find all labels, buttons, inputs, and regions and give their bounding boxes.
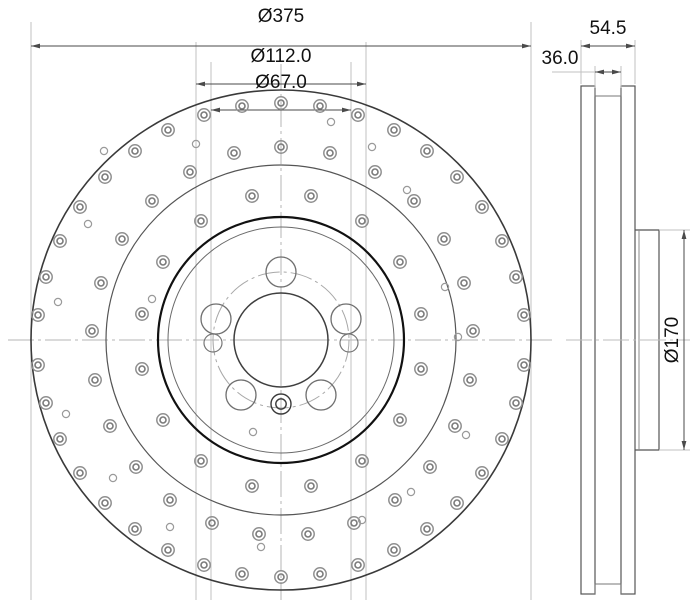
bolt-hole: [265, 256, 297, 288]
pilot-hole: [203, 333, 223, 353]
dimension-center-bore: Ø67.0: [211, 72, 351, 113]
bolt-hole: [225, 379, 257, 411]
dimension-overall-thickness: 54.5: [580, 18, 636, 84]
dimension-label-bolt-circle: Ø112.0: [251, 46, 312, 67]
center-bore: [233, 292, 329, 388]
dimension-friction-thickness: 36.0: [542, 48, 622, 88]
vent-web-bottom: [594, 583, 622, 594]
pilot-hole: [339, 333, 359, 353]
side-view: [566, 85, 690, 595]
drilled-holes-small-markers: [53, 117, 471, 552]
pilot-holes: [203, 333, 359, 353]
dimension-label-outer-diameter: Ø375: [258, 6, 304, 27]
bolt-hole: [305, 379, 337, 411]
dimension-label-friction-thickness: 36.0: [542, 48, 579, 69]
dimension-label-center-bore: Ø67.0: [255, 72, 307, 93]
dimension-hub-diameter: Ø170: [659, 229, 690, 451]
vent-web-top: [594, 86, 622, 97]
bolt-circle-phantom: [212, 271, 350, 409]
hub-detail: [200, 256, 362, 415]
dimension-label-overall-thickness: 54.5: [590, 18, 627, 39]
hub-center-cross: [237, 296, 325, 384]
dimension-bolt-circle: Ø112.0: [196, 46, 366, 87]
extension-lines: [30, 22, 532, 600]
dimension-outer-diameter: Ø375: [31, 6, 531, 49]
dimension-label-hub-diameter: Ø170: [662, 317, 683, 363]
disc-outer-edge: [30, 89, 532, 591]
center-pin-hole: [270, 393, 292, 415]
hub-hat-outer-edge: [156, 215, 406, 465]
hub-step-edge: [167, 226, 395, 454]
